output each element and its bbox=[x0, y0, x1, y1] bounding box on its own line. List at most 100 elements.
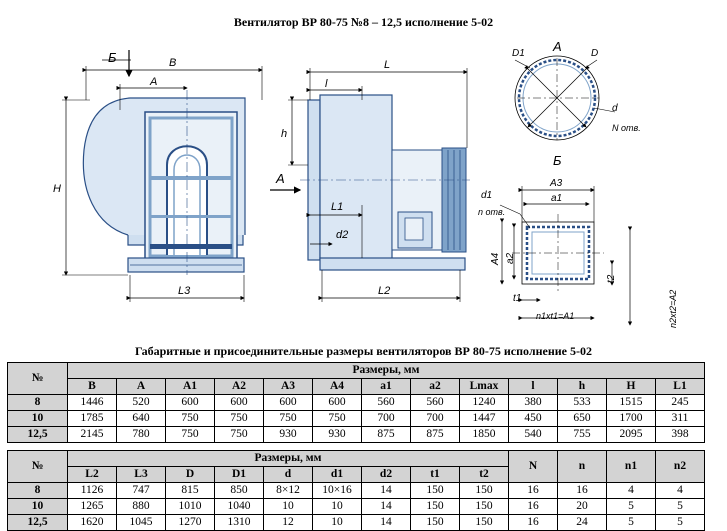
table-cell: 600 bbox=[165, 394, 215, 411]
table-cell: 450 bbox=[508, 410, 558, 427]
table-cell: 1045 bbox=[116, 514, 166, 531]
table-cell: 150 bbox=[410, 498, 460, 515]
table-cell: 1270 bbox=[165, 514, 215, 531]
row-number: 10 bbox=[7, 410, 68, 427]
table-cell: 780 bbox=[116, 426, 166, 443]
dim-label-H: H bbox=[53, 183, 61, 195]
dim-label-L2: L2 bbox=[378, 285, 390, 297]
table-cell: 16 bbox=[508, 482, 558, 499]
dim-label-d-round: d bbox=[612, 103, 618, 114]
table-cell: 747 bbox=[116, 482, 166, 499]
table-cell: 10 bbox=[312, 514, 362, 531]
column-header: n bbox=[557, 450, 607, 483]
table-cell: 815 bbox=[165, 482, 215, 499]
table-cell: 10 bbox=[312, 498, 362, 515]
dim-label-A4: A4 bbox=[490, 252, 501, 266]
column-header: d1 bbox=[312, 466, 362, 483]
table-cell: 750 bbox=[214, 410, 264, 427]
column-header: D bbox=[165, 466, 215, 483]
dim-label-d1: d1 bbox=[481, 190, 492, 201]
table-cell: 380 bbox=[508, 394, 558, 411]
dim-label-B: B bbox=[169, 57, 176, 69]
column-header: a1 bbox=[361, 378, 411, 395]
table-cell: 1515 bbox=[606, 394, 656, 411]
table-cell: 520 bbox=[116, 394, 166, 411]
column-header: n1 bbox=[606, 450, 656, 483]
label-n-holes: n отв. bbox=[478, 207, 505, 217]
label-n1xt1: n1xt1=A1 bbox=[536, 311, 574, 321]
table-cell: 20 bbox=[557, 498, 607, 515]
table-cell: 1265 bbox=[67, 498, 117, 515]
front-view: Б B A H L3 bbox=[53, 50, 263, 302]
column-header: l bbox=[508, 378, 558, 395]
table-cell: 245 bbox=[655, 394, 705, 411]
column-header: B bbox=[67, 378, 117, 395]
column-header: A bbox=[116, 378, 166, 395]
view-label-b-flange: Б bbox=[553, 153, 562, 168]
table-cell: 1447 bbox=[459, 410, 509, 427]
table-cell: 150 bbox=[410, 482, 460, 499]
dim-label-d2: d2 bbox=[336, 229, 348, 241]
column-header: n2 bbox=[655, 450, 705, 483]
row-label-header: № bbox=[7, 450, 68, 483]
dim-label-L3: L3 bbox=[178, 285, 191, 297]
column-header: A2 bbox=[214, 378, 264, 395]
table-cell: 1850 bbox=[459, 426, 509, 443]
column-header: d bbox=[263, 466, 313, 483]
table-cell: 1010 bbox=[165, 498, 215, 515]
table-cell: 930 bbox=[312, 426, 362, 443]
table-cell: 16 bbox=[557, 482, 607, 499]
table-cell: 700 bbox=[361, 410, 411, 427]
table-cell: 150 bbox=[410, 514, 460, 531]
group-header: Размеры, мм bbox=[67, 362, 705, 379]
table-cell: 750 bbox=[165, 426, 215, 443]
table-cell: 4 bbox=[606, 482, 656, 499]
square-flange-view: Б A3 a1 d1 n отв. A4 a2 t2 t1 n1xt1=A1 n… bbox=[478, 153, 678, 328]
table-cell: 1040 bbox=[214, 498, 264, 515]
table-cell: 4 bbox=[655, 482, 705, 499]
table-cell: 5 bbox=[606, 514, 656, 531]
row-label-header: № bbox=[7, 362, 68, 395]
side-view: А L l h L1 d2 L2 bbox=[270, 59, 470, 302]
column-header: A3 bbox=[263, 378, 313, 395]
column-header: L1 bbox=[655, 378, 705, 395]
column-header: h bbox=[557, 378, 607, 395]
dim-label-h: h bbox=[281, 128, 287, 140]
table-cell: 875 bbox=[361, 426, 411, 443]
table-cell: 150 bbox=[459, 498, 509, 515]
table-cell: 540 bbox=[508, 426, 558, 443]
table-cell: 398 bbox=[655, 426, 705, 443]
dim-label-A3: A3 bbox=[549, 178, 563, 189]
view-label-b-front: Б bbox=[108, 50, 117, 65]
dim-label-L: L bbox=[384, 59, 390, 71]
table-cell: 750 bbox=[214, 426, 264, 443]
table-cell: 14 bbox=[361, 498, 411, 515]
round-flange-view: А D1 D d N отв. bbox=[512, 39, 641, 141]
table-cell: 880 bbox=[116, 498, 166, 515]
column-header: d2 bbox=[361, 466, 411, 483]
table-cell: 1785 bbox=[67, 410, 117, 427]
column-header: t1 bbox=[410, 466, 460, 483]
column-header: A1 bbox=[165, 378, 215, 395]
column-header: N bbox=[508, 450, 558, 483]
table-cell: 755 bbox=[557, 426, 607, 443]
table-cell: 560 bbox=[410, 394, 460, 411]
table-cell: 640 bbox=[116, 410, 166, 427]
table-cell: 600 bbox=[312, 394, 362, 411]
column-header: Lmax bbox=[459, 378, 509, 395]
label-N-holes: N отв. bbox=[612, 123, 641, 133]
table-cell: 2095 bbox=[606, 426, 656, 443]
table-cell: 12 bbox=[263, 514, 313, 531]
table-cell: 5 bbox=[655, 498, 705, 515]
dim-label-l: l bbox=[325, 78, 328, 90]
dim-label-t2: t2 bbox=[606, 274, 617, 283]
table-cell: 10×16 bbox=[312, 482, 362, 499]
column-header: A4 bbox=[312, 378, 362, 395]
dim-label-t1: t1 bbox=[513, 293, 521, 304]
